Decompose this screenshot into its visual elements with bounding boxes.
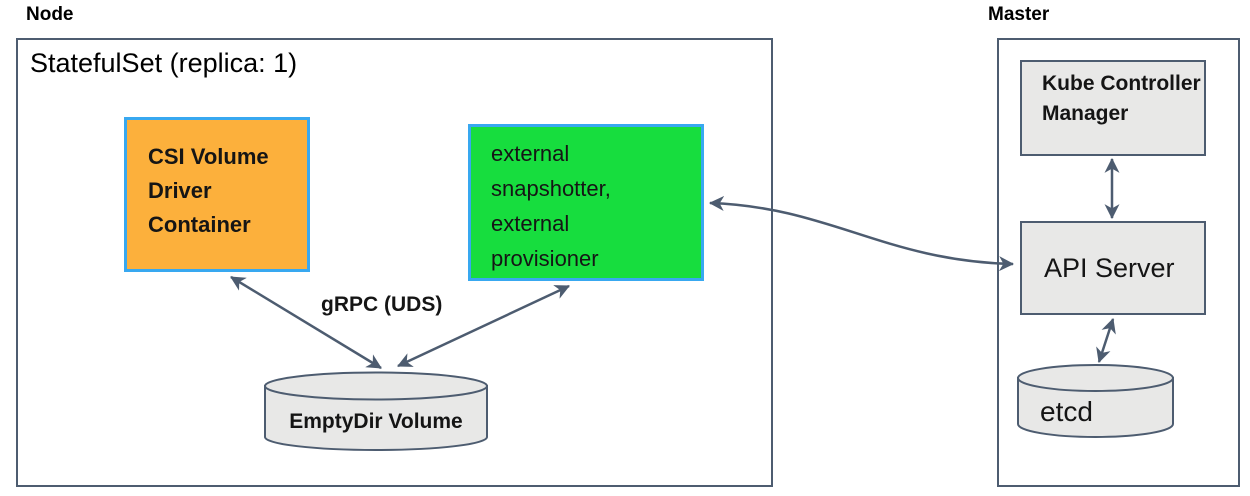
- emptydir-volume-cylinder: EmptyDir Volume: [264, 371, 488, 451]
- csi-box-line: Container: [148, 212, 251, 237]
- grpc-arrow-csi-to-emptydir: [230, 275, 382, 370]
- api-server-label: API Server: [1044, 252, 1175, 283]
- csi-box-line: Driver: [148, 178, 212, 203]
- sidecars-to-apiserver-arrow: [708, 195, 1015, 272]
- master-group-label: Master: [988, 4, 1050, 25]
- etcd-label: etcd: [1040, 396, 1093, 427]
- node-group-label: Node: [26, 4, 74, 25]
- apiserver-to-etcd-arrow: [1096, 317, 1116, 364]
- grpc-uds-label: gRPC (UDS): [321, 293, 443, 316]
- external-sidecars-box: external snapshotter, external provision…: [468, 124, 704, 281]
- etcd-cylinder: etcd: [1017, 364, 1174, 438]
- csi-volume-driver-container-box: CSI Volume Driver Container: [124, 117, 310, 272]
- sidecar-box-line: provisioner: [491, 246, 599, 271]
- sidecar-box-line: external: [491, 141, 570, 166]
- csi-box-line: CSI Volume: [148, 144, 269, 169]
- kcm-box-line: Controller: [1100, 72, 1201, 95]
- statefulset-title: StatefulSet (replica: 1): [30, 48, 298, 78]
- grpc-arrow-sidecars-to-emptydir: [397, 284, 570, 368]
- api-server-box: API Server: [1020, 221, 1206, 315]
- kube-controller-manager-box: Kube Controller Manager: [1020, 60, 1206, 156]
- kcm-box-line: Kube: [1042, 72, 1095, 95]
- sidecar-box-line: external: [491, 211, 570, 236]
- emptydir-volume-label: EmptyDir Volume: [289, 410, 462, 433]
- kcm-box-line: Manager: [1042, 102, 1129, 125]
- sidecar-box-line: snapshotter,: [491, 176, 611, 201]
